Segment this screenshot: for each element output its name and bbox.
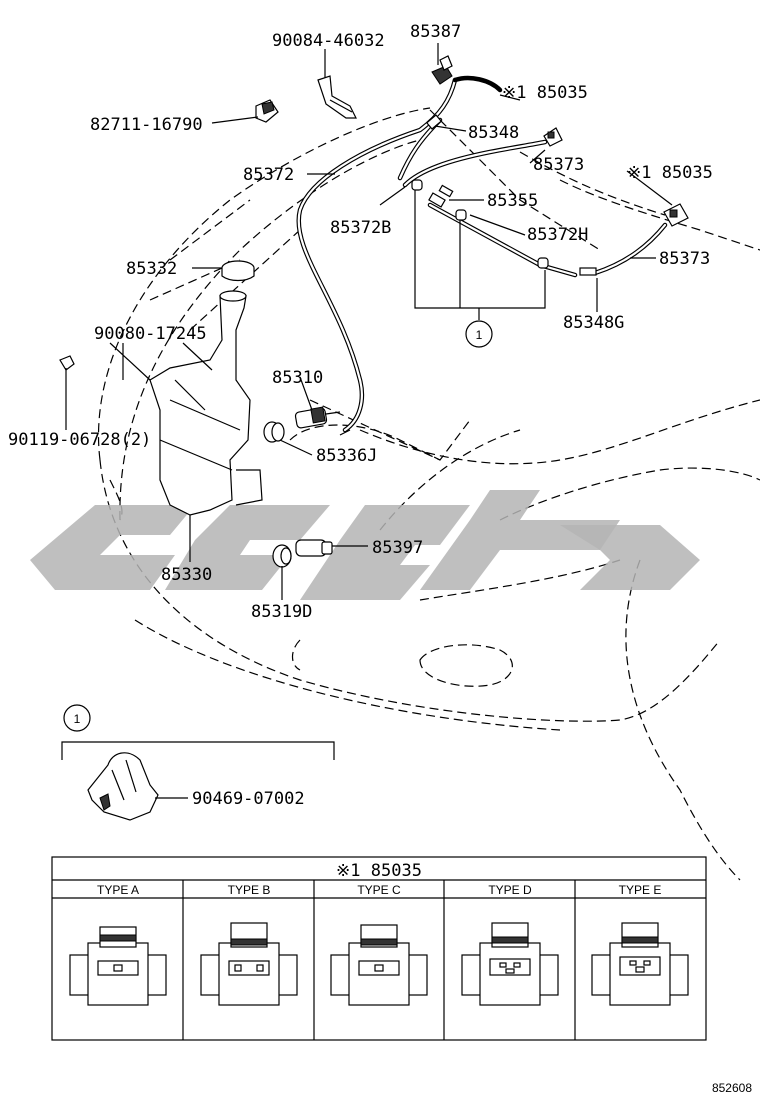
label-85373-b: 85373 — [659, 249, 710, 269]
figure-number: 852608 — [712, 1081, 752, 1095]
callout-1-main: 1 — [465, 320, 493, 348]
bolt-90119-06728 — [59, 355, 75, 420]
label-85332: 85332 — [126, 259, 177, 279]
label-90080-17245: 90080-17245 — [94, 324, 207, 344]
part-labels: 90084-46032 85387 ※1 85035 82711-16790 8… — [8, 22, 713, 809]
grommet-85319d — [272, 544, 292, 568]
watermark-logo — [30, 490, 700, 600]
type-e-header: TYPE E — [619, 883, 662, 897]
clip-90469-07002 — [87, 752, 159, 821]
grommet-85336j — [263, 421, 285, 443]
nozzle-type-c-drawing — [330, 924, 428, 1006]
level-sensor-85397 — [295, 539, 333, 557]
label-85336j: 85336J — [316, 446, 377, 466]
clip-82711-16790 — [255, 99, 279, 123]
washer-tank-85330 — [149, 290, 263, 516]
label-85372h: 85372H — [527, 225, 588, 245]
nozzle-85035-a — [543, 127, 563, 147]
nozzle-85387 — [431, 55, 453, 85]
label-85372b: 85372B — [330, 218, 391, 238]
label-85372: 85372 — [243, 165, 294, 185]
callout-number: 1 — [74, 712, 81, 726]
leader-lines — [61, 43, 673, 799]
label-82711-16790: 82711-16790 — [90, 115, 203, 135]
type-c-header: TYPE C — [357, 883, 401, 897]
label-85348: 85348 — [468, 123, 519, 143]
type-a-header: TYPE A — [97, 883, 139, 897]
label-85387: 85387 — [410, 22, 461, 42]
pump-85310 — [294, 406, 341, 429]
label-85319d: 85319D — [251, 602, 312, 622]
type-b-header: TYPE B — [228, 883, 271, 897]
label-85310: 85310 — [272, 368, 323, 388]
callout-1-detail: 1 — [63, 704, 91, 732]
label-85035-a: ※1 85035 — [502, 83, 588, 103]
label-85035-b: ※1 85035 — [627, 163, 713, 183]
label-90084-46032: 90084-46032 — [272, 31, 385, 51]
label-85355: 85355 — [487, 191, 538, 211]
label-90469-07002: 90469-07002 — [192, 789, 305, 809]
nozzle-85035-b — [663, 203, 689, 227]
label-85397: 85397 — [372, 538, 423, 558]
table-title: ※1 85035 — [336, 861, 422, 881]
nozzle-type-a-drawing — [69, 926, 167, 1006]
joints-85348-85355 — [411, 114, 597, 276]
label-90119-06728: 90119-06728(2) — [8, 430, 151, 450]
callout-number: 1 — [476, 328, 483, 342]
reservoir-cap-85332 — [221, 260, 255, 282]
nozzle-type-table: ※1 85035 TYPE A TYPE B TYPE C TYPE D TYP… — [51, 856, 707, 1041]
nozzle-type-e-drawing — [591, 922, 689, 1006]
label-85330: 85330 — [161, 565, 212, 585]
type-d-header: TYPE D — [488, 883, 532, 897]
nozzle-type-b-drawing — [200, 922, 298, 1006]
label-85348g: 85348G — [563, 313, 624, 333]
nozzle-type-d-drawing — [461, 922, 559, 1006]
bracket-90084-46032 — [317, 75, 357, 119]
label-85373-a: 85373 — [533, 155, 584, 175]
